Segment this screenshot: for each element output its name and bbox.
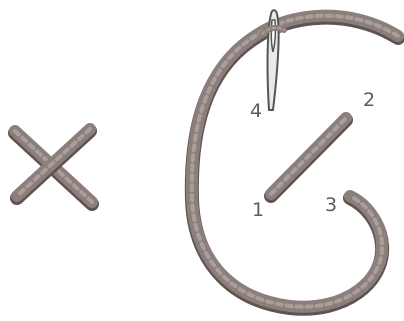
step-label-3: 3 (325, 194, 337, 216)
step-label-2: 2 (363, 89, 375, 111)
cross-stitch-icon (15, 129, 92, 204)
step-label-4: 4 (250, 100, 262, 122)
diagonal-stitch (271, 118, 346, 196)
step-label-1: 1 (252, 199, 264, 221)
